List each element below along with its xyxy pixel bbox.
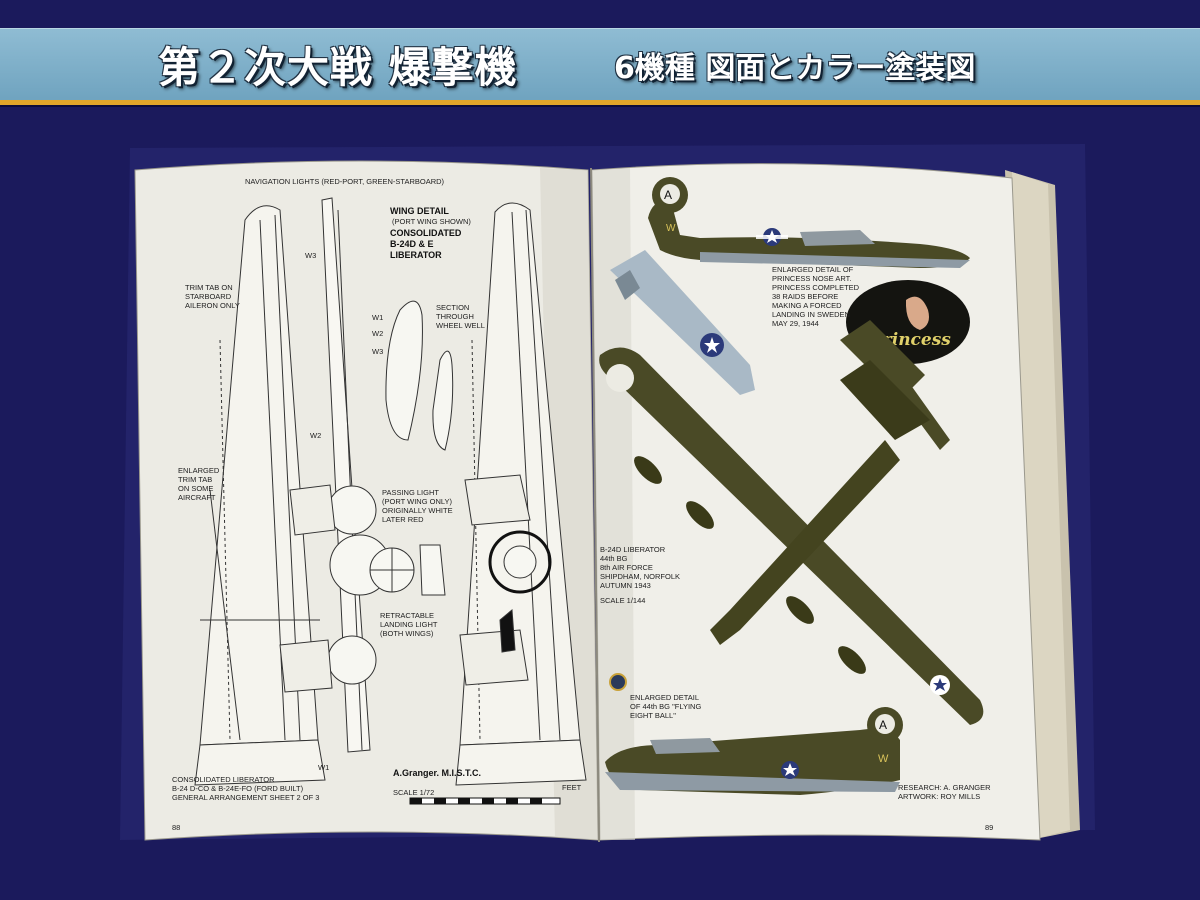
liberator-caption: B-24D LIBERATOR 44th BG 8th AIR FORCE SH…: [600, 545, 680, 590]
svg-text:RESEARCH: A. GRANGER: RESEARCH: A. GRANGER: [898, 783, 991, 792]
svg-text:W2: W2: [310, 431, 321, 440]
eight-ball-badge: [609, 673, 627, 691]
svg-text:AUTUMN 1943: AUTUMN 1943: [600, 581, 651, 590]
side-view-bottom-aircraft: A W: [605, 707, 903, 795]
svg-text:WHEEL WELL: WHEEL WELL: [436, 321, 485, 330]
banner-shadow-line: [0, 105, 1200, 107]
wing-detail-title: WING DETAIL (PORT WING SHOWN) CONSOLIDAT…: [390, 206, 471, 260]
svg-text:ORIGINALLY WHITE: ORIGINALLY WHITE: [382, 506, 453, 515]
svg-text:LIBERATOR: LIBERATOR: [390, 250, 442, 260]
svg-text:OF 44th BG "FLYING: OF 44th BG "FLYING: [630, 702, 701, 711]
wing-plan-drawing: [194, 197, 587, 786]
section-note: SECTION THROUGH WHEEL WELL: [436, 303, 485, 330]
feet-label: FEET: [562, 783, 582, 792]
passing-light-note: PASSING LIGHT (PORT WING ONLY) ORIGINALL…: [382, 488, 453, 524]
side-view-top-aircraft: A W: [648, 177, 970, 268]
landing-light-note: RETRACTABLE LANDING LIGHT (BOTH WINGS): [380, 611, 438, 638]
svg-text:ENLARGED DETAIL OF: ENLARGED DETAIL OF: [772, 265, 854, 274]
banner-title: 第２次大戦 爆撃機: [158, 43, 518, 92]
drawing-footer: CONSOLIDATED LIBERATOR B-24 D-CO & B-24E…: [172, 775, 319, 802]
svg-text:PRINCESS COMPLETED: PRINCESS COMPLETED: [772, 283, 860, 292]
enlarged-trim-note: ENLARGED TRIM TAB ON SOME AIRCRAFT: [178, 466, 220, 502]
svg-text:CONSOLIDATED: CONSOLIDATED: [390, 228, 462, 238]
svg-text:EIGHT BALL": EIGHT BALL": [630, 711, 676, 720]
svg-text:MAKING A FORCED: MAKING A FORCED: [772, 301, 842, 310]
svg-text:AIRCRAFT: AIRCRAFT: [178, 493, 216, 502]
svg-text:B-24D LIBERATOR: B-24D LIBERATOR: [600, 545, 666, 554]
svg-text:LANDING LIGHT: LANDING LIGHT: [380, 620, 438, 629]
right-scale-label: SCALE 1/144: [600, 596, 645, 605]
station-labels: W3 W2 W1 W1 W2 W3: [305, 251, 383, 772]
underwing-detail: [610, 250, 755, 395]
trim-tab-note: TRIM TAB ON STARBOARD AILERON ONLY: [185, 283, 240, 310]
banner-subtitle: 6機種 図面とカラー塗装図: [614, 51, 976, 86]
svg-text:8th AIR FORCE: 8th AIR FORCE: [600, 563, 653, 572]
svg-text:ENLARGED: ENLARGED: [178, 466, 220, 475]
nav-lights-label: NAVIGATION LIGHTS (RED-PORT, GREEN-STARB…: [245, 177, 445, 186]
svg-text:ON SOME: ON SOME: [178, 484, 213, 493]
svg-text:B-24 D-CO & B-24E-FO (FORD BUI: B-24 D-CO & B-24E-FO (FORD BUILT): [172, 784, 304, 793]
svg-text:MAY 29, 1944: MAY 29, 1944: [772, 319, 819, 328]
svg-text:(PORT WING ONLY): (PORT WING ONLY): [382, 497, 453, 506]
svg-text:LATER RED: LATER RED: [382, 515, 424, 524]
tail-code-top: W: [666, 223, 676, 234]
svg-text:CONSOLIDATED LIBERATOR: CONSOLIDATED LIBERATOR: [172, 775, 275, 784]
svg-text:W1: W1: [318, 763, 329, 772]
book-photo: NAVIGATION LIGHTS (RED-PORT, GREEN-STARB…: [100, 140, 1100, 870]
scale-label: SCALE 1/72: [393, 788, 434, 797]
svg-text:AILERON ONLY: AILERON ONLY: [185, 301, 240, 310]
scale-bar: [409, 797, 561, 805]
page-number-right: 89: [985, 823, 993, 832]
title-banner: [0, 28, 1200, 101]
svg-text:W3: W3: [305, 251, 316, 260]
tail-letter-bottom: A: [879, 718, 887, 732]
svg-text:SHIPDHAM, NORFOLK: SHIPDHAM, NORFOLK: [600, 572, 680, 581]
eight-ball-caption: ENLARGED DETAIL OF 44th BG "FLYING EIGHT…: [630, 693, 701, 720]
svg-text:PASSING LIGHT: PASSING LIGHT: [382, 488, 439, 497]
svg-text:ENLARGED DETAIL: ENLARGED DETAIL: [630, 693, 699, 702]
svg-text:LANDING IN SWEDEN: LANDING IN SWEDEN: [772, 310, 850, 319]
svg-text:W3: W3: [372, 347, 383, 356]
svg-text:RETRACTABLE: RETRACTABLE: [380, 611, 434, 620]
svg-text:WING DETAIL: WING DETAIL: [390, 206, 449, 216]
svg-text:38 RAIDS BEFORE: 38 RAIDS BEFORE: [772, 292, 838, 301]
svg-text:W1: W1: [372, 313, 383, 322]
top-view-bomber: [599, 320, 984, 725]
svg-text:W2: W2: [372, 329, 383, 338]
svg-text:TRIM TAB: TRIM TAB: [178, 475, 212, 484]
svg-text:SECTION: SECTION: [436, 303, 469, 312]
svg-text:44th BG: 44th BG: [600, 554, 628, 563]
svg-text:ARTWORK: ROY MILLS: ARTWORK: ROY MILLS: [898, 792, 980, 801]
svg-text:PRINCESS NOSE ART.: PRINCESS NOSE ART.: [772, 274, 851, 283]
svg-text:(BOTH WINGS): (BOTH WINGS): [380, 629, 434, 638]
svg-text:GENERAL ARRANGEMENT SHEET 2 O: GENERAL ARRANGEMENT SHEET 2 OF 3: [172, 793, 319, 802]
banner-accent-line: [0, 100, 1200, 105]
svg-text:TRIM TAB ON: TRIM TAB ON: [185, 283, 233, 292]
tail-letter-top: A: [664, 188, 672, 202]
svg-text:STARBOARD: STARBOARD: [185, 292, 232, 301]
credits: RESEARCH: A. GRANGER ARTWORK: ROY MILLS: [898, 783, 991, 801]
svg-text:(PORT WING SHOWN): (PORT WING SHOWN): [392, 217, 471, 226]
tail-code-bottom: W: [878, 753, 889, 765]
artist-signature: A.Granger. M.I.S.T.C.: [393, 768, 481, 778]
page-number-left: 88: [172, 823, 180, 832]
svg-text:B-24D & E: B-24D & E: [390, 239, 434, 249]
svg-text:THROUGH: THROUGH: [436, 312, 474, 321]
nose-art-caption: ENLARGED DETAIL OF PRINCESS NOSE ART. PR…: [772, 265, 860, 328]
